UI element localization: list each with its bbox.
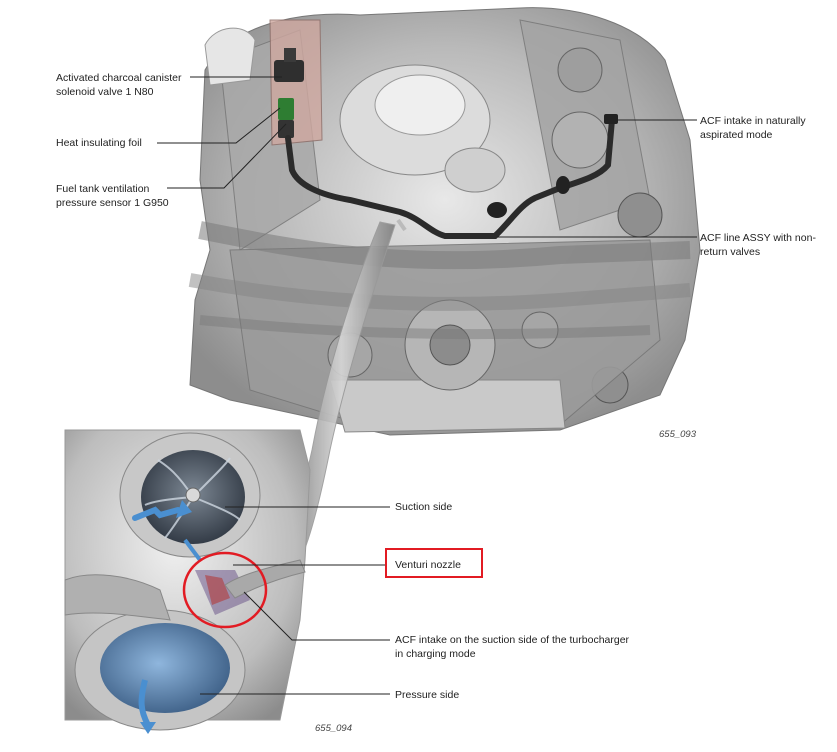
label-n80: Activated charcoal canister solenoid val…: [56, 72, 182, 98]
figure-id-turbo: 655_094: [315, 723, 352, 734]
label-venturi-nozzle: Venturi nozzle: [395, 559, 461, 571]
label-g950: Fuel tank ventilation pressure sensor 1 …: [56, 183, 169, 209]
label-acf-intake-na: ACF intake in naturally aspirated mode: [700, 115, 806, 141]
label-suction-side: Suction side: [395, 501, 453, 513]
engine-illustration: [188, 7, 701, 436]
turbocharger-cutaway: [64, 429, 311, 734]
figure-id-engine: 655_093: [659, 429, 696, 440]
label-pressure-side: Pressure side: [395, 689, 460, 701]
label-acf-line: ACF line ASSY with non- return valves: [700, 232, 816, 258]
venturi-highlight-circle: [182, 551, 268, 629]
leader-lines: [157, 76, 697, 695]
venturi-highlight-box: [385, 548, 483, 578]
label-acf-charging: ACF intake on the suction side of the tu…: [395, 634, 630, 660]
label-heat-foil: Heat insulating foil: [56, 137, 142, 149]
